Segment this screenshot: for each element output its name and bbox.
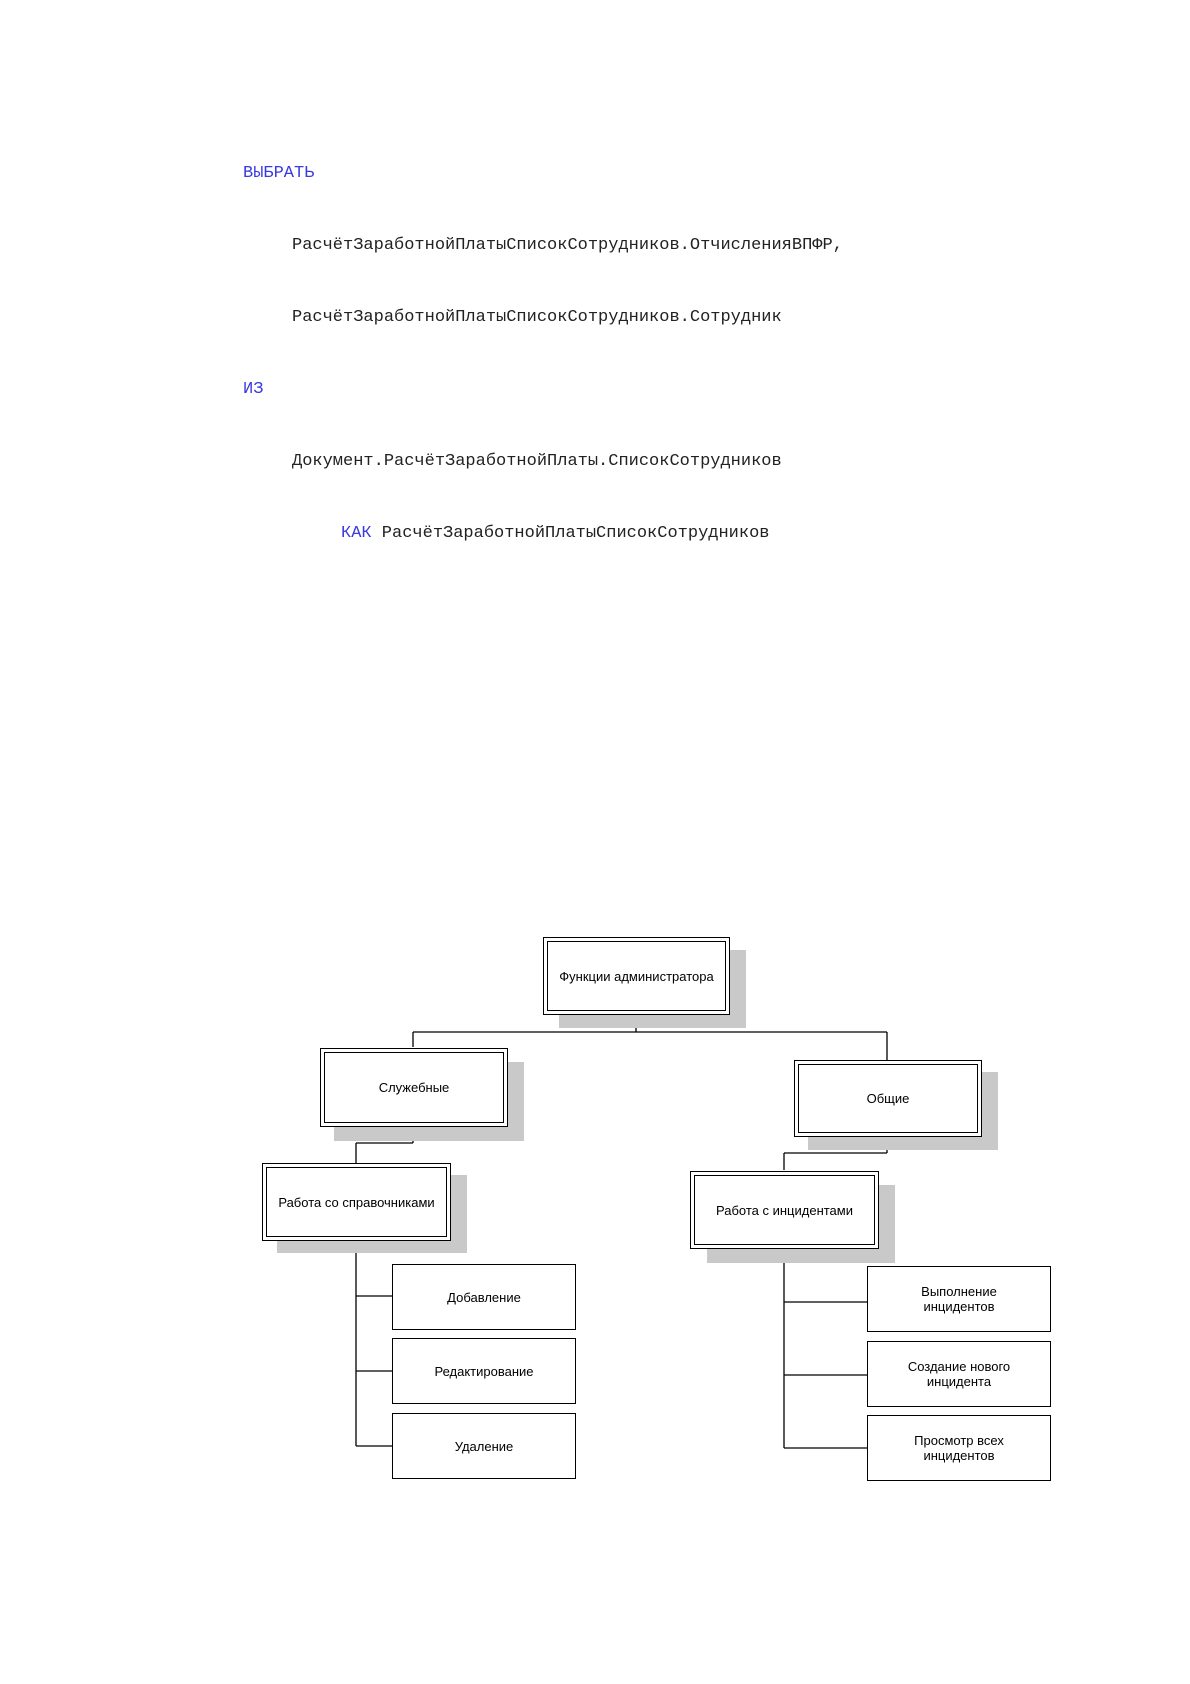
right-branch-label: Общие: [866, 1091, 910, 1106]
leaf-node: Просмотр всех инцидентов: [867, 1415, 1051, 1481]
code-listing: ВЫБРАТЬ РасчётЗаработнойПлатыСписокСотру…: [243, 114, 843, 570]
right-sub-label: Работа с инцидентами: [715, 1202, 853, 1218]
code-line: ВЫБРАТЬ: [243, 162, 843, 186]
leaf-label: Выполнение инцидентов: [921, 1284, 997, 1314]
leaf-label: Просмотр всех инцидентов: [914, 1433, 1004, 1463]
leaf-node: Удаление: [392, 1413, 576, 1479]
leaf-node: Создание нового инцидента: [867, 1341, 1051, 1407]
code-keyword: ВЫБРАТЬ: [243, 164, 315, 183]
code-text: РасчётЗаработнойПлатыСписокСотрудников: [371, 524, 770, 543]
leaf-label: Добавление: [447, 1289, 521, 1305]
left-sub-label: Работа со справочниками: [278, 1194, 435, 1210]
code-line: РасчётЗаработнойПлатыСписокСотрудников.С…: [292, 308, 782, 327]
right-sub-node: Работа с инцидентами: [690, 1171, 879, 1249]
leaf-node: Выполнение инцидентов: [867, 1266, 1051, 1332]
leaf-node: Добавление: [392, 1264, 576, 1330]
root-node-label: Функции администратора: [559, 968, 714, 984]
leaf-label: Удаление: [454, 1438, 514, 1454]
left-branch-node: Служебные: [320, 1048, 508, 1127]
root-node: Функции администратора: [543, 937, 730, 1015]
code-line: ИЗ: [243, 378, 843, 402]
left-sub-node: Работа со справочниками: [262, 1163, 451, 1241]
leaf-label: Редактирование: [434, 1363, 534, 1379]
left-branch-label: Служебные: [378, 1080, 450, 1095]
code-keyword: ИЗ: [243, 380, 264, 399]
code-line: Документ.РасчётЗаработнойПлаты.СписокСот…: [292, 452, 782, 471]
code-line: РасчётЗаработнойПлатыСписокСотрудников.О…: [292, 236, 843, 255]
leaf-label: Создание нового инцидента: [907, 1359, 1011, 1389]
code-keyword: КАК: [341, 524, 372, 543]
leaf-node: Редактирование: [392, 1338, 576, 1404]
code-line: КАК РасчётЗаработнойПлатыСписокСотрудник…: [243, 522, 843, 546]
right-branch-node: Общие: [794, 1060, 982, 1137]
